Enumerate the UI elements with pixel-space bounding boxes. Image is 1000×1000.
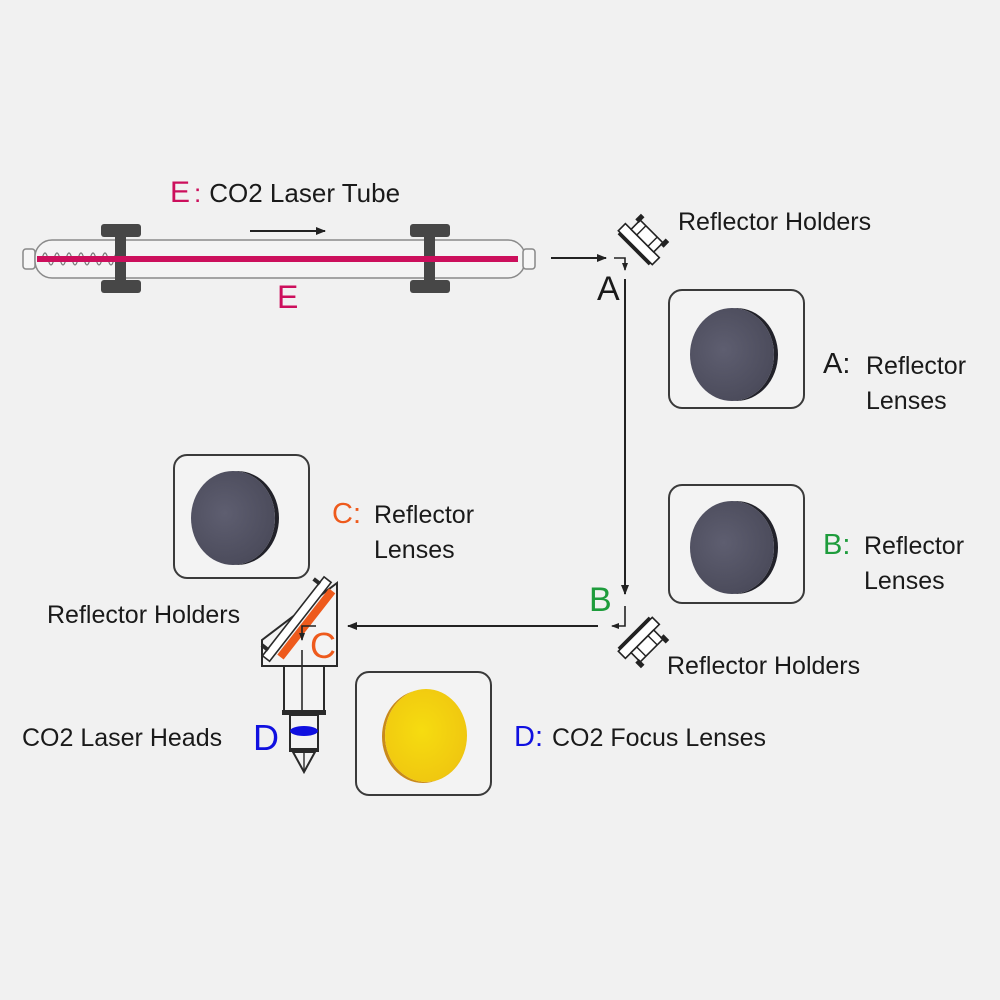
laser-tube-beam-letter: E bbox=[277, 279, 299, 315]
laser-tube-title-letter: E bbox=[170, 176, 191, 209]
reflector-lens-c-image bbox=[191, 471, 275, 565]
holder-b-beam-corner bbox=[611, 606, 626, 629]
reflector-lens-b-prefix: B: bbox=[823, 529, 851, 561]
tube-end-cap-right bbox=[522, 248, 536, 270]
reflector-lens-a-line1: Reflector bbox=[866, 352, 967, 380]
reflector-lens-a-card bbox=[668, 289, 805, 409]
reflector-holder-c-letter: C bbox=[310, 625, 336, 666]
focus-lens-d-prefix: D: bbox=[514, 721, 543, 753]
reflector-lens-c-card bbox=[173, 454, 310, 579]
laser-head-graphic bbox=[260, 575, 338, 775]
reflector-holder-a-graphic bbox=[617, 213, 670, 266]
reflector-lens-a-line2: Lenses bbox=[866, 387, 947, 415]
laser-tube-title: E:CO2 Laser Tube bbox=[170, 178, 400, 208]
laser-tube-title-sep: : bbox=[194, 178, 202, 208]
reflector-holder-c-label: Reflector Holders bbox=[47, 601, 241, 629]
reflector-holder-b-label: Reflector Holders bbox=[667, 652, 861, 680]
focus-lens-d-text: CO2 Focus Lenses bbox=[552, 724, 766, 752]
laser-head-letter: D bbox=[253, 717, 279, 758]
reflector-lens-b-card bbox=[668, 484, 805, 604]
focus-lens-d-graphic bbox=[290, 726, 318, 736]
focus-lens-d-image bbox=[385, 689, 467, 782]
reflector-lens-c-prefix: C: bbox=[332, 498, 361, 530]
reflector-lens-c-line1: Reflector bbox=[374, 501, 475, 529]
holder-a-beam-corner bbox=[614, 257, 628, 271]
reflector-holder-a-label: Reflector Holders bbox=[678, 208, 872, 236]
holder-c-beam-corner bbox=[299, 625, 316, 641]
reflector-holder-c-graphic bbox=[260, 575, 336, 663]
reflector-lens-b-image bbox=[690, 501, 774, 594]
focus-lens-d-card bbox=[355, 671, 492, 796]
reflector-lens-a-prefix: A: bbox=[823, 348, 851, 380]
reflector-lens-a-image bbox=[690, 308, 774, 401]
reflector-holder-a-letter: A bbox=[597, 270, 620, 308]
tube-end-cap-left bbox=[22, 248, 36, 270]
reflector-holder-b-letter: B bbox=[589, 581, 612, 619]
reflector-lens-b-line2: Lenses bbox=[864, 567, 945, 595]
co2-laser-tube bbox=[22, 224, 536, 293]
reflector-lens-b-line1: Reflector bbox=[864, 532, 965, 560]
laser-tube-title-text: CO2 Laser Tube bbox=[209, 178, 401, 208]
head-collar bbox=[282, 710, 326, 715]
reflector-holder-b-graphic bbox=[617, 616, 670, 669]
reflector-lens-c-line2: Lenses bbox=[374, 536, 455, 564]
head-nozzle-ring bbox=[289, 749, 319, 752]
laser-head-label: CO2 Laser Heads bbox=[22, 724, 223, 752]
head-tube bbox=[283, 665, 325, 713]
